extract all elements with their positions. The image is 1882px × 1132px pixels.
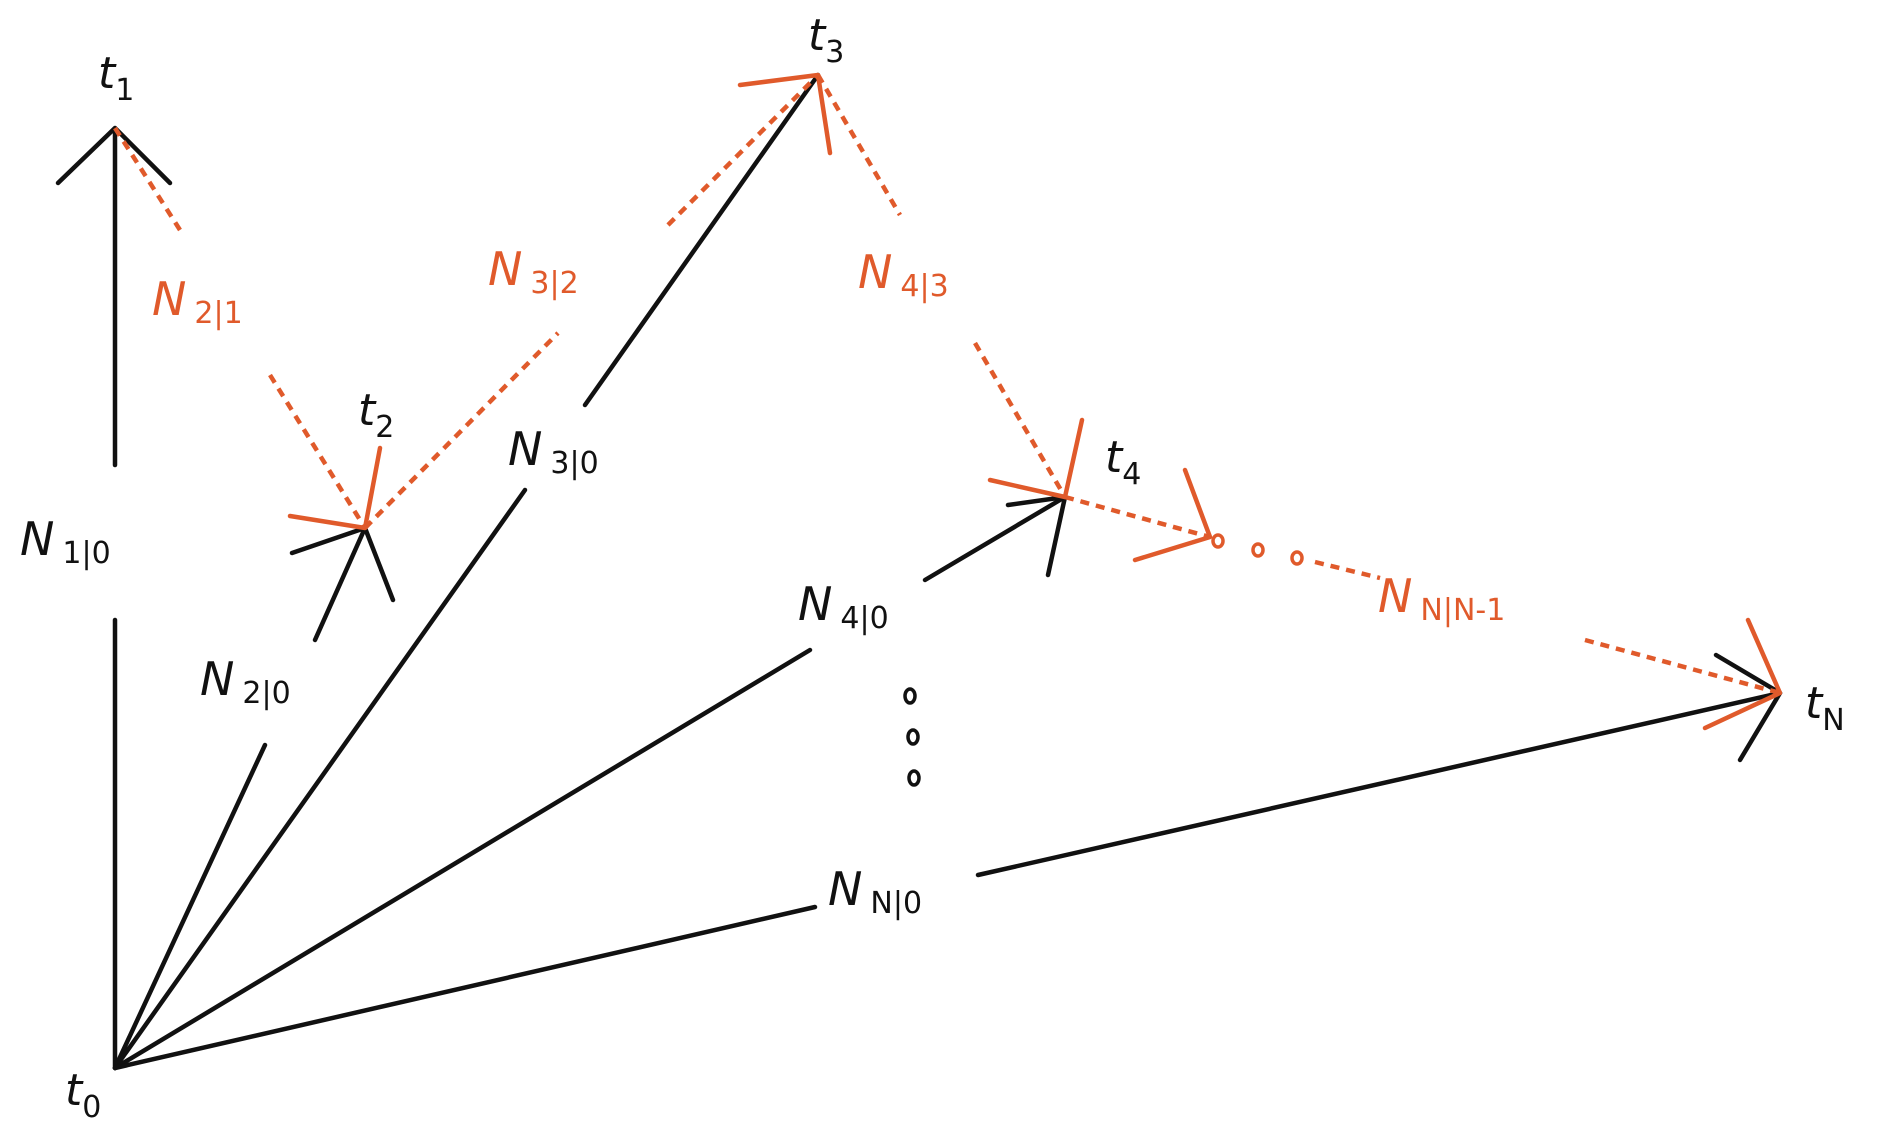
vertical-ellipsis-dot [906,728,920,746]
edge-t1-t2 [113,126,182,232]
node-t1: t1 [98,48,134,108]
edge-t0-tN [112,904,818,1071]
edge-t2-t3 [363,331,560,530]
node-labels: t0 t1 t2 t3 t4 tN [65,10,1845,1125]
dashed-edge-group [113,72,1783,731]
edge-t0-t4 [112,647,813,1071]
edge-t4-ellipsis [1064,494,1211,540]
node-tN: tN [1805,678,1845,738]
arrowhead-dashed-ellipsis [1132,467,1213,563]
edge-t0-t2-upper [312,525,368,643]
edge-t2-t3-upper [666,73,820,227]
vertical-ellipsis-dot [907,769,921,787]
edge-t3-t4 [816,73,902,217]
edge-t0-t3-upper [582,72,821,408]
horizontal-ellipsis-dot [1290,550,1304,566]
node-t4: t4 [1105,432,1141,492]
arrowhead-dashed-t4 [987,417,1085,500]
edge-t3-t4-lower [973,341,1067,499]
arrowhead-dashed-tN [1702,617,1783,731]
arrowhead-t2 [289,525,396,603]
arrowhead-dashed-t2 [287,445,383,531]
horizontal-ellipsis-dot [1251,542,1265,558]
horizontal-ellipsis-dot [1211,533,1225,549]
node-t3: t3 [808,10,844,70]
edge-t0-t4-upper [922,494,1068,583]
edge-t0-t2 [112,742,268,1071]
edge-ellipsis-tN-right [1584,637,1781,696]
edge-t0-tN-upper [975,690,1783,878]
edge-t1-t2-lower [268,373,367,530]
vertical-ellipsis-dot [903,687,917,705]
arrowhead-t4 [1005,494,1068,578]
edge-t0-t3 [112,487,528,1071]
node-t0: t0 [65,1065,101,1125]
node-t2: t2 [358,385,394,445]
edge-ellipsis-tN [1314,559,1381,581]
